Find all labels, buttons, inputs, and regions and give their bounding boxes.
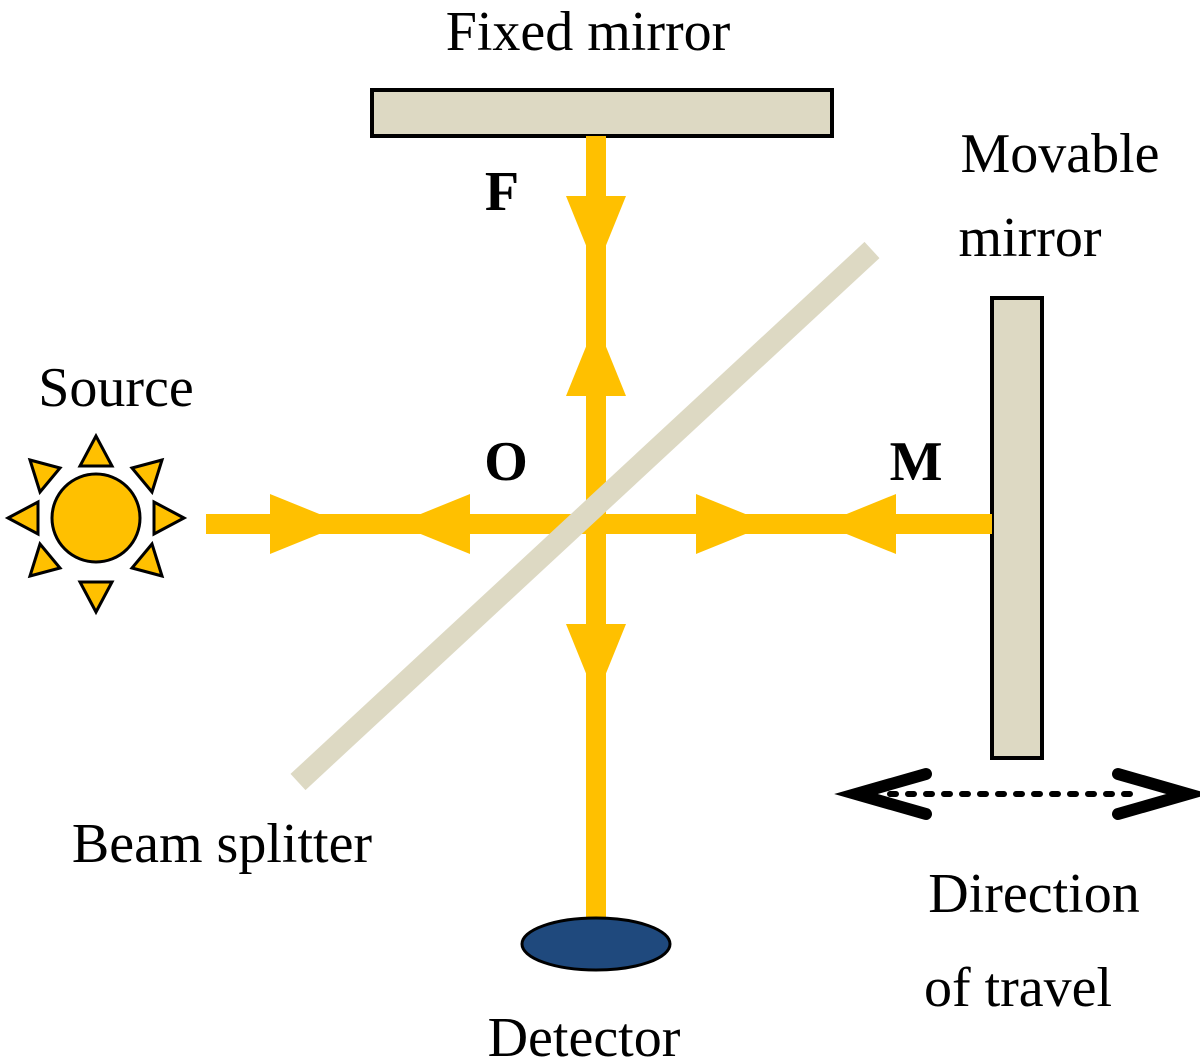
label-movable-mirror-line1: Movable	[960, 123, 1159, 185]
arrow-right-left	[270, 494, 344, 554]
arrow-down-upper	[566, 196, 626, 270]
label-fixed-mirror: Fixed mirror	[446, 1, 731, 63]
beam-splitter	[290, 241, 880, 791]
label-detector: Detector	[488, 1007, 681, 1061]
label-point-f: F	[485, 161, 519, 223]
arrow-down-lower	[566, 624, 626, 698]
horizontal-beam	[206, 514, 992, 534]
fixed-mirror	[370, 88, 834, 138]
label-movable-mirror-line2: mirror	[958, 207, 1101, 269]
label-point-o: O	[484, 431, 528, 493]
arrow-left-left	[396, 494, 470, 554]
label-direction-line1: Direction	[928, 863, 1139, 925]
arrow-up-middle	[566, 322, 626, 396]
beam-arrows	[270, 196, 896, 698]
label-source: Source	[38, 357, 194, 419]
label-point-m: M	[890, 431, 943, 493]
detector-icon	[520, 916, 672, 972]
direction-of-travel-arrow	[834, 768, 1200, 820]
label-beam-splitter: Beam splitter	[72, 813, 373, 875]
label-direction-line2: of travel	[924, 957, 1112, 1019]
arrow-left-right	[822, 494, 896, 554]
movable-mirror	[990, 296, 1044, 760]
light-beams	[206, 136, 992, 918]
arrow-right-right	[696, 494, 770, 554]
source-sun-icon	[4, 432, 188, 616]
